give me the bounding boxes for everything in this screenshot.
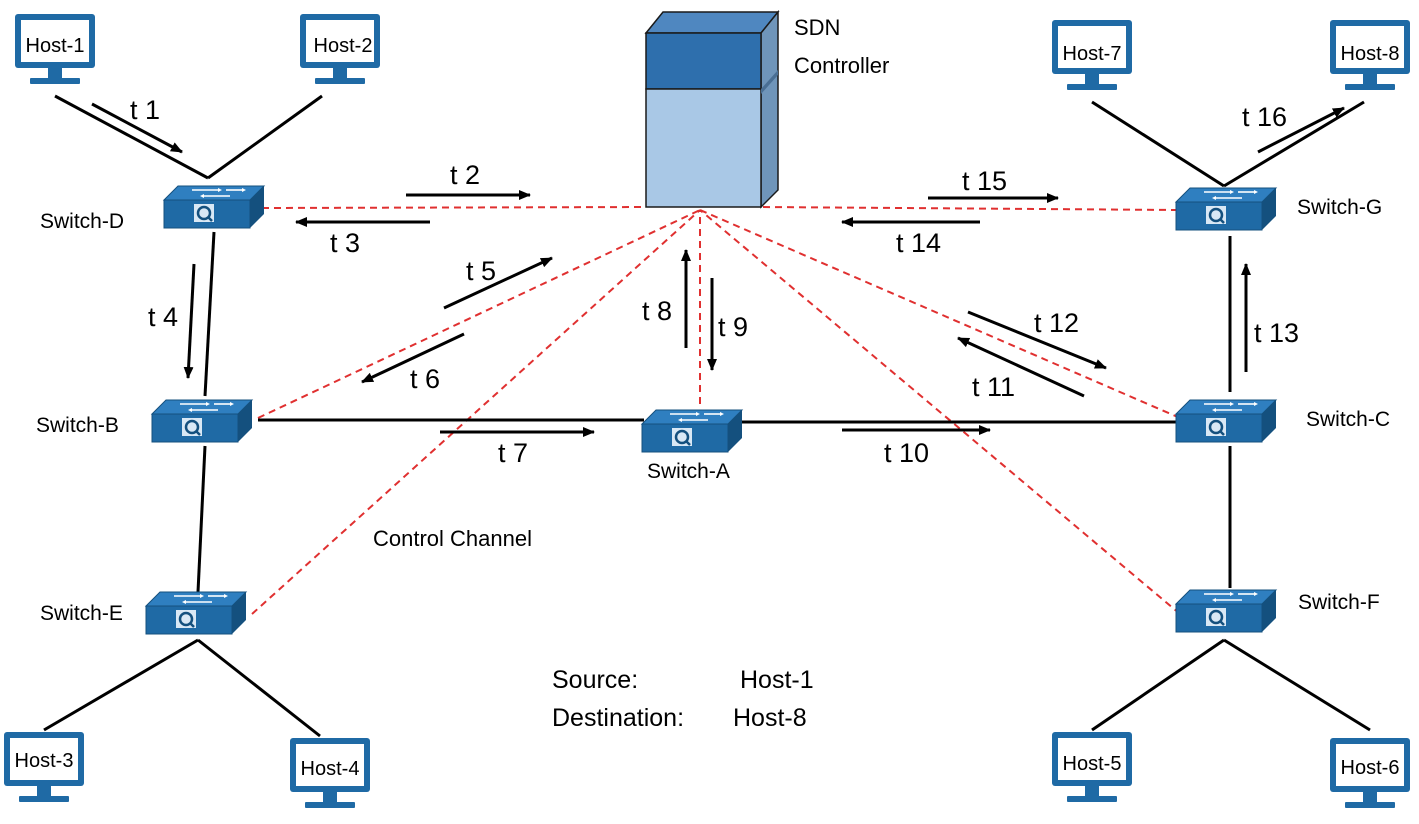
host-label-h6: Host-6 bbox=[1341, 757, 1400, 779]
step-label-t10: t 10 bbox=[884, 438, 929, 468]
arrow-t6 bbox=[361, 332, 465, 384]
data-links bbox=[43, 94, 1371, 738]
switch-icon-sC bbox=[1174, 398, 1278, 444]
link-host1-switch-d bbox=[54, 94, 209, 180]
switch-icon-sA bbox=[640, 408, 744, 454]
step-label-t5: t 5 bbox=[466, 256, 496, 286]
switch-icon-sE bbox=[144, 590, 248, 636]
step-label-t12: t 12 bbox=[1034, 308, 1079, 338]
step-label-t4: t 4 bbox=[148, 302, 178, 332]
step-label-t13: t 13 bbox=[1254, 318, 1299, 348]
step-label-t15: t 15 bbox=[962, 166, 1007, 196]
arrow-t5 bbox=[443, 256, 553, 310]
switch-label-sF: Switch-F bbox=[1298, 591, 1380, 614]
step-label-t16: t 16 bbox=[1242, 102, 1287, 132]
sdn-controller: SDN Controller bbox=[644, 9, 889, 209]
control-line-switch-e bbox=[251, 209, 701, 615]
host-label-h5: Host-5 bbox=[1063, 753, 1122, 775]
arrow-t1 bbox=[91, 102, 183, 154]
step-label-t9: t 9 bbox=[718, 312, 748, 342]
link-host2-switch-d bbox=[207, 94, 323, 180]
link-switch-f-host5 bbox=[1091, 638, 1225, 732]
arrow-t16 bbox=[1257, 106, 1345, 154]
step-label-t6: t 6 bbox=[410, 364, 440, 394]
flow-info: Source: Host-1 Destination: Host-8 bbox=[552, 666, 814, 732]
switch-icon-sF bbox=[1174, 588, 1278, 634]
link-switch-d-switch-b bbox=[203, 231, 216, 397]
controller-title-line2: Controller bbox=[794, 53, 889, 78]
control-line-switch-f bbox=[699, 209, 1181, 615]
control-line-switch-b bbox=[257, 209, 701, 419]
switch-label-sB: Switch-B bbox=[36, 414, 119, 437]
host-label-h3: Host-3 bbox=[15, 750, 74, 772]
step-label-t11: t 11 bbox=[972, 372, 1015, 402]
step-label-t1: t 1 bbox=[130, 95, 160, 125]
step-label-t8: t 8 bbox=[642, 296, 672, 326]
source-value: Host-1 bbox=[740, 666, 814, 694]
host-label-h2: Host-2 bbox=[314, 35, 373, 57]
link-switch-e-host4 bbox=[197, 638, 321, 738]
switch-label-sA: Switch-A bbox=[647, 460, 730, 483]
arrow-t4 bbox=[183, 263, 196, 379]
arrow-t11 bbox=[957, 336, 1085, 398]
host-label-h4: Host-4 bbox=[301, 758, 360, 780]
destination-value: Host-8 bbox=[733, 704, 807, 732]
step-label-t7: t 7 bbox=[498, 438, 528, 468]
link-switch-e-host3 bbox=[43, 638, 199, 732]
host-label-h8: Host-8 bbox=[1341, 43, 1400, 65]
controller-title-line1: SDN bbox=[794, 15, 840, 40]
control-channels bbox=[251, 206, 1181, 615]
control-line-switch-c bbox=[699, 209, 1181, 419]
step-label-t2: t 2 bbox=[450, 160, 480, 190]
switch-label-sG: Switch-G bbox=[1297, 196, 1382, 219]
step-arrows bbox=[91, 102, 1345, 437]
control-line-switch-d bbox=[261, 206, 647, 209]
step-label-t3: t 3 bbox=[330, 228, 360, 258]
switch-icon-sB bbox=[150, 398, 254, 444]
switch-icon-sG bbox=[1174, 186, 1278, 232]
link-switch-g-host7 bbox=[1091, 100, 1225, 188]
switch-label-sC: Switch-C bbox=[1306, 408, 1390, 431]
switch-label-sD: Switch-D bbox=[40, 210, 124, 233]
host-label-h1: Host-1 bbox=[26, 35, 85, 57]
link-switch-b-switch-e bbox=[196, 445, 207, 593]
control-line-switch-g bbox=[760, 206, 1179, 211]
source-key: Source: bbox=[552, 666, 638, 694]
control-channel-label: Control Channel bbox=[373, 526, 532, 551]
arrow-t12 bbox=[967, 310, 1107, 370]
destination-key: Destination: bbox=[552, 704, 684, 732]
link-switch-f-host6 bbox=[1223, 638, 1371, 732]
switch-label-sE: Switch-E bbox=[40, 602, 123, 625]
step-label-t14: t 14 bbox=[896, 228, 941, 258]
host-label-h7: Host-7 bbox=[1063, 43, 1122, 65]
switch-icon-sD bbox=[162, 184, 266, 230]
